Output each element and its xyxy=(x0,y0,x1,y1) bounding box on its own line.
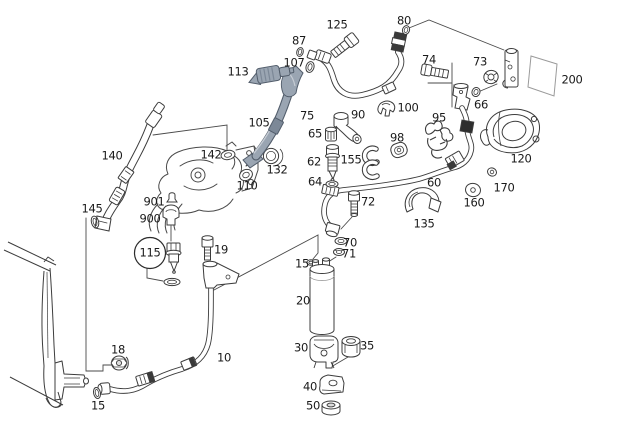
bolt-19 xyxy=(201,235,214,261)
collar-nut-35 xyxy=(341,336,361,358)
pipe-10 xyxy=(97,260,240,395)
pipe-fitting-66 xyxy=(452,83,471,111)
clamp-bracket-30 xyxy=(309,335,339,369)
nut-18 xyxy=(110,355,129,371)
valve-113-highlighted xyxy=(248,65,295,86)
shim-plate-200 xyxy=(527,55,558,97)
coil-ring-132 xyxy=(262,147,284,167)
sensor-115 xyxy=(165,242,182,274)
leader-lines xyxy=(85,19,505,372)
seal-ring-66 xyxy=(471,86,481,98)
seal-ring-15-left xyxy=(92,386,102,400)
cap-65 xyxy=(325,126,337,142)
clamp-135 xyxy=(404,187,442,213)
hose-75 xyxy=(306,31,408,99)
muffler-120 xyxy=(480,108,540,154)
grommet-71 xyxy=(333,248,345,256)
washer-115 xyxy=(163,277,181,287)
mounting-bracket xyxy=(502,48,519,89)
receiver-drier-20 xyxy=(309,257,335,335)
bracket-40 xyxy=(319,374,345,395)
hose-140 xyxy=(94,101,165,232)
seal-ring-87 xyxy=(296,47,304,57)
seal-ring-70 xyxy=(334,237,348,245)
clips-155 xyxy=(361,145,380,180)
elbow-fitting-90 xyxy=(333,112,362,144)
callout-circle-115 xyxy=(133,236,167,270)
seal-ring-145 xyxy=(90,215,100,229)
clip-100 xyxy=(377,100,396,117)
seal-ring-170 xyxy=(487,167,497,177)
seal-ring-142 xyxy=(220,149,236,161)
bolt-74 xyxy=(420,63,450,79)
washer-160 xyxy=(465,182,481,198)
switch-900 xyxy=(162,204,180,226)
seal-ring-110 xyxy=(239,168,253,182)
compressor-outline xyxy=(148,141,259,234)
seal-ring-64 xyxy=(325,180,339,188)
seal-ring-80 xyxy=(401,25,411,35)
bolt-125 xyxy=(330,32,360,58)
bolt-72 xyxy=(348,190,360,217)
bracket-95 xyxy=(425,120,454,159)
grommet-50 xyxy=(321,400,341,416)
pipe-60 xyxy=(321,105,475,238)
seal-ring-107 xyxy=(305,61,315,73)
pin-901 xyxy=(166,192,178,203)
condenser-outline xyxy=(3,241,89,408)
grommet-98 xyxy=(390,141,408,159)
grommet-73 xyxy=(483,69,499,85)
pipe-10-flange xyxy=(202,260,240,289)
valve-62 xyxy=(325,144,340,182)
